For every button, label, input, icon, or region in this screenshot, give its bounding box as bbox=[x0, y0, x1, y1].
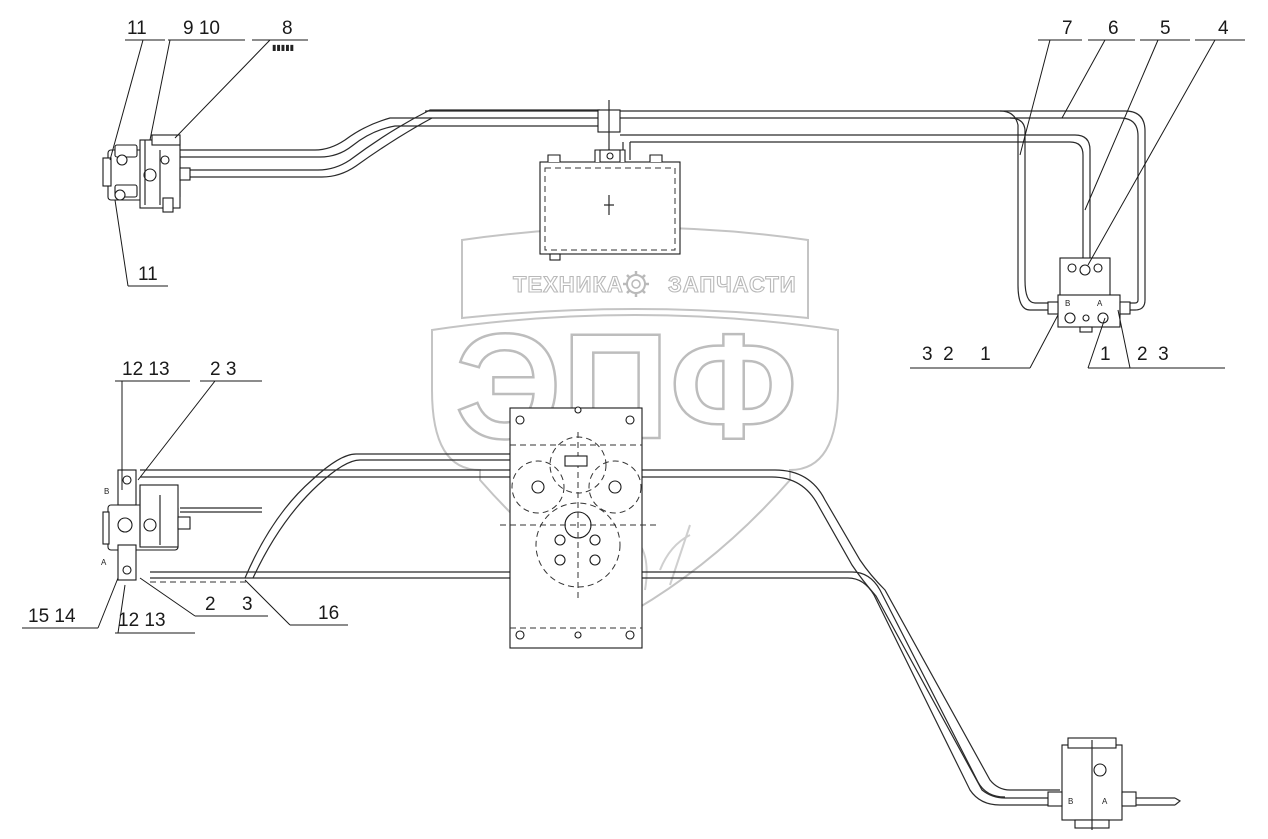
callout-5: 5 bbox=[1160, 18, 1171, 39]
tank-inner-outline bbox=[544, 167, 676, 251]
port-a-motor: A bbox=[1102, 797, 1108, 806]
callout-11-bottom: 11 bbox=[138, 264, 158, 285]
watermark-shield bbox=[431, 314, 839, 612]
gear-right bbox=[588, 460, 642, 514]
gear-icon bbox=[623, 271, 649, 297]
watermark-text-right: ЗАПЧАСТИ bbox=[668, 272, 797, 297]
port-a-left-pump: A bbox=[101, 558, 107, 567]
port-b-left-pump: B bbox=[104, 487, 109, 496]
valve-top-block bbox=[1059, 257, 1111, 299]
callout-leaders bbox=[22, 39, 1245, 634]
gear-left bbox=[511, 460, 565, 514]
hydraulic-tank bbox=[539, 149, 681, 261]
pipelines bbox=[140, 100, 1146, 806]
callout-8: 8 bbox=[282, 18, 293, 39]
callout-2-3-bottom: 2 3 bbox=[205, 594, 253, 615]
callout-8-subtext: ▮▮▮▮▮ bbox=[272, 43, 294, 52]
middle-left-pump: B A bbox=[101, 469, 191, 581]
top-left-pump bbox=[102, 134, 191, 213]
port-b-motor: B bbox=[1068, 797, 1073, 806]
callout-15-14: 15 14 bbox=[28, 606, 76, 627]
gearbox bbox=[500, 406, 660, 649]
watermark-text-left: ТЕХНИКА bbox=[513, 272, 624, 297]
callout-16: 16 bbox=[318, 603, 339, 624]
callout-6: 6 bbox=[1108, 18, 1119, 39]
callout-labels: 11 9 10 8 ▮▮▮▮▮ 7 6 5 4 11 3 2 1 1 2 3 1… bbox=[28, 18, 1229, 631]
right-control-valve: B A bbox=[1047, 257, 1131, 333]
callout-12-13-bottom: 12 13 bbox=[118, 610, 166, 631]
callout-1-2-3: 1 2 3 bbox=[1100, 344, 1169, 365]
callout-3-2-1: 3 2 1 bbox=[922, 344, 991, 365]
tank-body bbox=[539, 161, 681, 255]
callout-12-13-top: 12 13 bbox=[122, 359, 170, 380]
callout-11-top: 11 bbox=[127, 18, 147, 39]
port-a-right-valve: A bbox=[1097, 299, 1103, 308]
callout-2-3-top: 2 3 bbox=[210, 359, 236, 380]
callout-9-10: 9 10 bbox=[183, 18, 220, 39]
bottom-motor: B A bbox=[1047, 737, 1182, 830]
port-b-right-valve: B bbox=[1065, 299, 1070, 308]
callout-4: 4 bbox=[1218, 18, 1229, 39]
callout-7: 7 bbox=[1062, 18, 1073, 39]
